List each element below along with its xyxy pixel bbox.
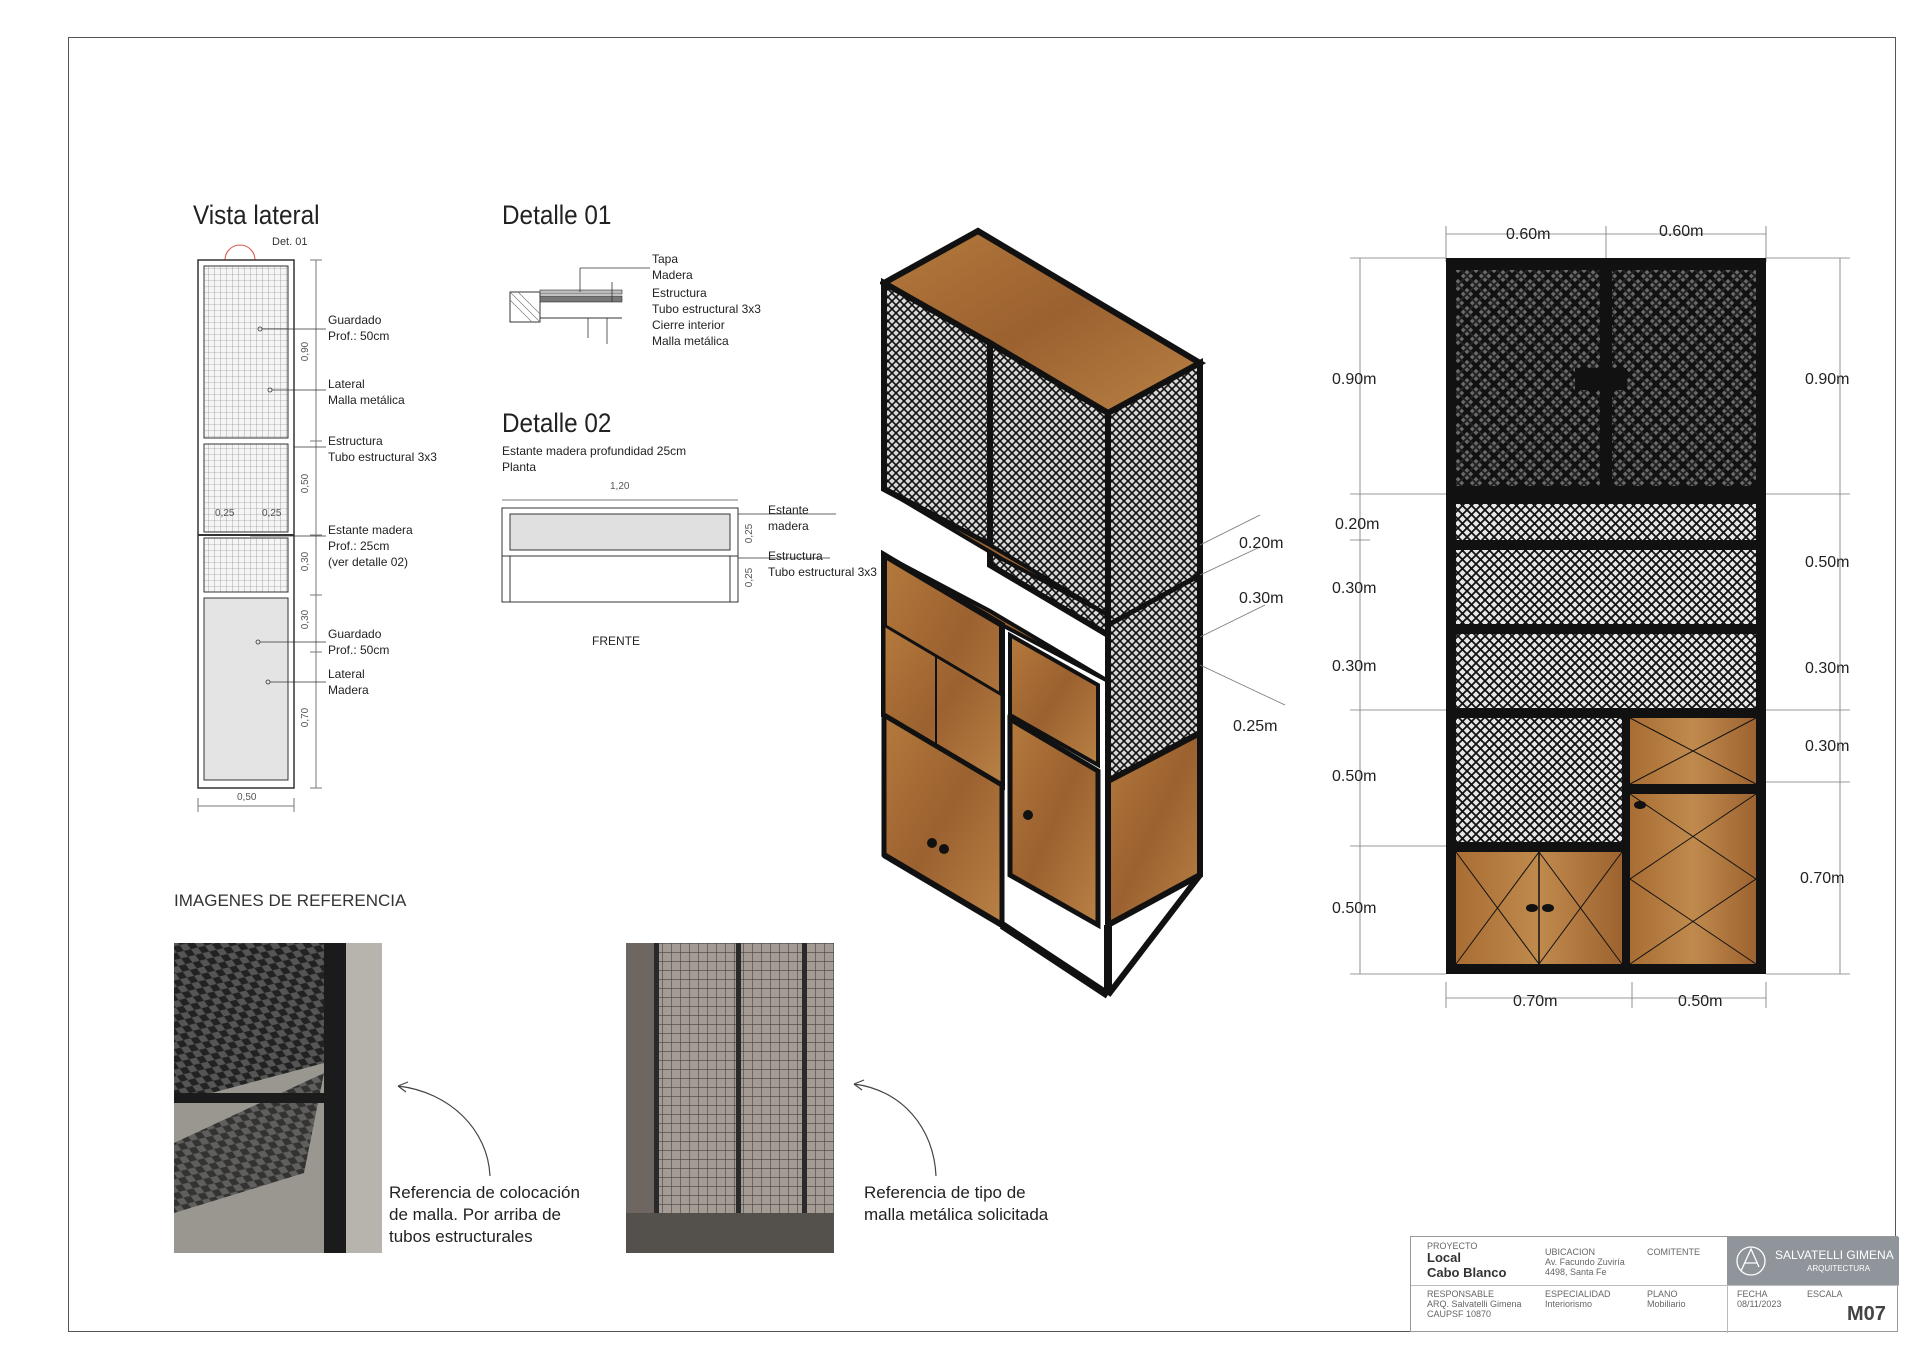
escala-label: ESCALA [1807, 1289, 1843, 1299]
front-bottom-dim-1: 0.70m [1513, 993, 1558, 1010]
front-left-dim-1: 0.90m [1332, 371, 1377, 388]
side-inner-dim-2: 0,25 [262, 508, 282, 519]
detail02-dim-2: 0,25 [744, 567, 756, 588]
firm-name: SALVATELLI GIMENA [1775, 1248, 1894, 1262]
fecha-label: FECHA [1737, 1289, 1768, 1299]
side-dim-2: 0,50 [300, 473, 312, 494]
fecha-value: 08/11/2023 [1737, 1299, 1782, 1309]
responsable-value-1: ARQ. Salvatelli Gimena [1427, 1299, 1522, 1309]
front-right-dim-1: 0.90m [1805, 371, 1850, 388]
firm-subtitle: ARQUITECTURA [1807, 1264, 1871, 1273]
sheet-number: M07 [1847, 1303, 1886, 1325]
detail01-label-1: Tapa [652, 252, 679, 266]
detail02-subtitle1: Estante madera profundidad 25cm [502, 444, 687, 458]
responsable-value-2: CAUPSF 10870 [1427, 1309, 1492, 1319]
references-title: IMAGENES DE REFERENCIA [174, 891, 407, 910]
detail02-subtitle2: Planta [502, 460, 537, 474]
front-top-dim-1: 0.60m [1506, 226, 1551, 243]
front-right-dim-2: 0.50m [1805, 554, 1850, 571]
detail02-dim-1: 0,25 [744, 523, 756, 544]
proyecto-value-2: Cabo Blanco [1427, 1265, 1507, 1280]
reference-arrow-1 [397, 1081, 491, 1177]
side-dim-4: 0,30 [300, 609, 312, 630]
detail02-width: 1,20 [610, 481, 630, 492]
plano-value: Mobiliario [1647, 1299, 1686, 1309]
side-dim-1: 0,90 [300, 341, 312, 362]
front-left-dim-2: 0.20m [1335, 516, 1380, 533]
reference-arrow-2 [853, 1079, 937, 1177]
detail-ref-label: Det. 01 [272, 236, 308, 248]
front-left-dim-4: 0.30m [1332, 658, 1377, 675]
reference-photo-1 [174, 943, 382, 1253]
ubicacion-label: UBICACION [1545, 1247, 1596, 1257]
especialidad-label: ESPECIALIDAD [1545, 1289, 1611, 1299]
detail01-label-6: Malla metálica [652, 334, 729, 348]
sheet-frame [68, 37, 1896, 1332]
detail01-drawing [509, 267, 650, 344]
iso-dim-1: 0.20m [1239, 535, 1284, 552]
detail01-label-2: Madera [652, 268, 693, 282]
front-left-dim-3: 0.30m [1332, 580, 1377, 597]
responsable-label: RESPONSABLE [1427, 1289, 1495, 1299]
especialidad-value: Interiorismo [1545, 1299, 1593, 1309]
side-dim-5: 0,70 [300, 707, 312, 728]
side-view-title: Vista lateral [193, 200, 320, 230]
detail01-label-5: Cierre interior [652, 318, 725, 332]
front-bottom-dim-2: 0.50m [1678, 993, 1723, 1010]
side-width-dim: 0,50 [237, 792, 257, 803]
front-left-dim-6: 0.50m [1332, 900, 1377, 917]
detail02-caption: FRENTE [592, 634, 640, 648]
front-right-dim-3: 0.30m [1805, 660, 1850, 677]
title-block: SALVATELLI GIMENA ARQUITECTURA PROYECTO … [1410, 1236, 1899, 1333]
side-inner-dim-1: 0,25 [215, 508, 235, 519]
front-elevation-drawing [1350, 226, 1850, 1008]
comitente-label: COMITENTE [1647, 1247, 1700, 1257]
ubicacion-value-2: 4498, Santa Fe [1545, 1267, 1607, 1277]
proyecto-label: PROYECTO [1427, 1241, 1478, 1251]
ubicacion-value-1: Av. Facundo Zuviría [1545, 1257, 1625, 1267]
iso-dim-3: 0.25m [1233, 718, 1278, 735]
detail01-label-4: Tubo estructural 3x3 [652, 302, 761, 316]
front-right-dim-5: 0.70m [1800, 870, 1845, 887]
reference-photo-2 [626, 943, 834, 1253]
side-dim-3: 0,30 [300, 551, 312, 572]
firm-logo-icon [1736, 1246, 1766, 1276]
detail01-title: Detalle 01 [502, 200, 612, 230]
front-top-dim-2: 0.60m [1659, 223, 1704, 240]
iso-dim-2: 0.30m [1239, 590, 1284, 607]
isometric-drawing [880, 227, 1286, 999]
plano-label: PLANO [1647, 1289, 1678, 1299]
detail02-title: Detalle 02 [502, 408, 612, 438]
front-right-dim-4: 0.30m [1805, 738, 1850, 755]
proyecto-value-1: Local [1427, 1250, 1461, 1265]
detail01-label-3: Estructura [652, 286, 707, 300]
side-view-drawing [197, 244, 326, 812]
front-left-dim-5: 0.50m [1332, 768, 1377, 785]
detail02-drawing [501, 499, 836, 603]
